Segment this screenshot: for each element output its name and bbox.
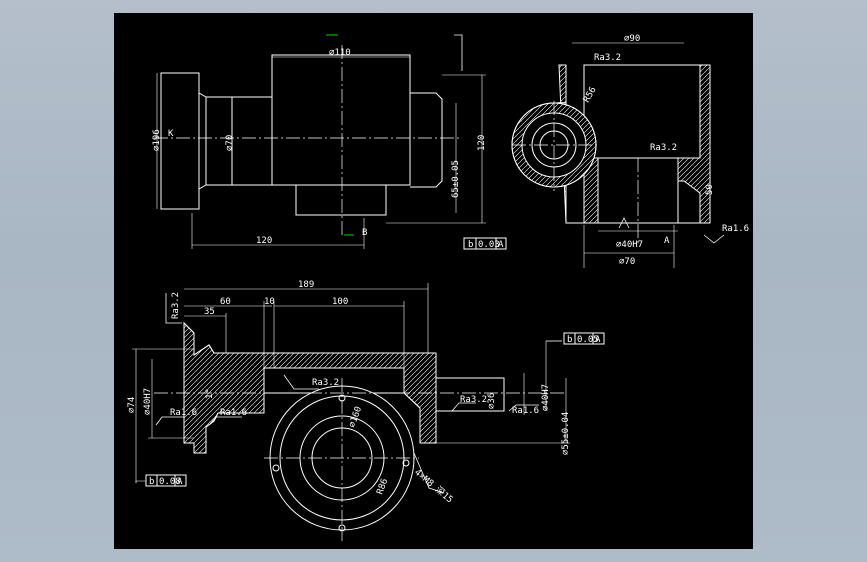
bolt-hole-bottom	[338, 524, 346, 532]
front-label-dim120-horizontal: 120	[256, 236, 272, 246]
section-label-ra16-b: Ra1.6	[220, 408, 247, 418]
front-label-d110: ⌀110	[329, 48, 351, 58]
side-label-ra32-mid: Ra3.2	[650, 143, 677, 153]
side-label-d70: ⌀70	[619, 257, 635, 267]
section-ftol2-symbol: b	[149, 477, 154, 487]
section-ftol1-ref: A	[595, 335, 601, 345]
side-cavity	[583, 64, 701, 159]
side-label-ra32-top: Ra3.2	[594, 53, 621, 63]
bolt-hole-left	[272, 464, 280, 472]
section-label-dim60: 60	[220, 297, 231, 307]
front-ftol-symbol: b	[468, 240, 473, 250]
section-label-angle: 1°	[205, 388, 215, 399]
front-flange	[160, 72, 200, 210]
section-label-dim100: 100	[332, 297, 348, 307]
front-label-d70: ⌀70	[225, 135, 235, 151]
side-label-d90: ⌀90	[624, 34, 640, 44]
front-label-dim120-vertical: 120	[477, 135, 487, 151]
section-label-dim189: 189	[298, 280, 314, 290]
section-label-d74: ⌀74	[127, 397, 137, 413]
front-ftol-ref: A	[498, 240, 504, 250]
section-label-holes: 4×M8 深15	[412, 467, 455, 506]
section-tolerance-frame-right	[563, 332, 605, 345]
section-label-dim10: 10	[264, 297, 275, 307]
section-ftol1-symbol: b	[567, 335, 572, 345]
front-label-tol65: 65±0.05	[451, 160, 461, 198]
side-label-dim50: 50	[705, 184, 715, 195]
front-label-k: K	[168, 129, 174, 139]
side-view	[511, 42, 725, 268]
front-label-d196: ⌀196	[152, 129, 162, 151]
section-label-ra16-right: Ra1.6	[512, 406, 539, 416]
section-view	[132, 283, 605, 541]
section-label-d36: ⌀36	[487, 393, 497, 409]
section-tolerance-frame-left	[145, 474, 187, 487]
section-ftol2-value: 0.08	[159, 477, 181, 487]
front-ftol-value: 0.03	[478, 240, 500, 250]
section-label-ra16-a: Ra1.6	[170, 408, 197, 418]
section-label-dim35: 35	[204, 307, 215, 317]
section-label-d40h7-right: ⌀40H7	[541, 384, 551, 411]
side-label-ra16: Ra1.6	[722, 224, 749, 234]
section-ftol2-ref: A	[177, 477, 183, 487]
front-datum-b: B	[362, 228, 367, 238]
cad-drawing[interactable]: ⌀110 ⌀196 ⌀70 K 65±0.05 120 120 B b 0.03…	[114, 13, 753, 549]
section-label-ra32-mid: Ra3.2	[312, 378, 339, 388]
bolt-hole-right	[402, 459, 410, 467]
front-body	[271, 54, 411, 186]
section-label-tol55: ⌀55±0.04	[561, 412, 571, 455]
front-tolerance-frame	[463, 237, 507, 250]
side-datum-a: A	[664, 236, 670, 246]
section-label-ra32-right: Ra3.2	[460, 395, 487, 405]
section-label-ra32-top: Ra3.2	[171, 292, 181, 319]
front-neck	[198, 92, 207, 190]
front-view	[154, 34, 507, 250]
section-ftol1-value: 0.05	[577, 335, 599, 345]
section-label-d40h7-left: ⌀40H7	[143, 388, 153, 415]
side-label-d40h7: ⌀40H7	[616, 240, 643, 250]
